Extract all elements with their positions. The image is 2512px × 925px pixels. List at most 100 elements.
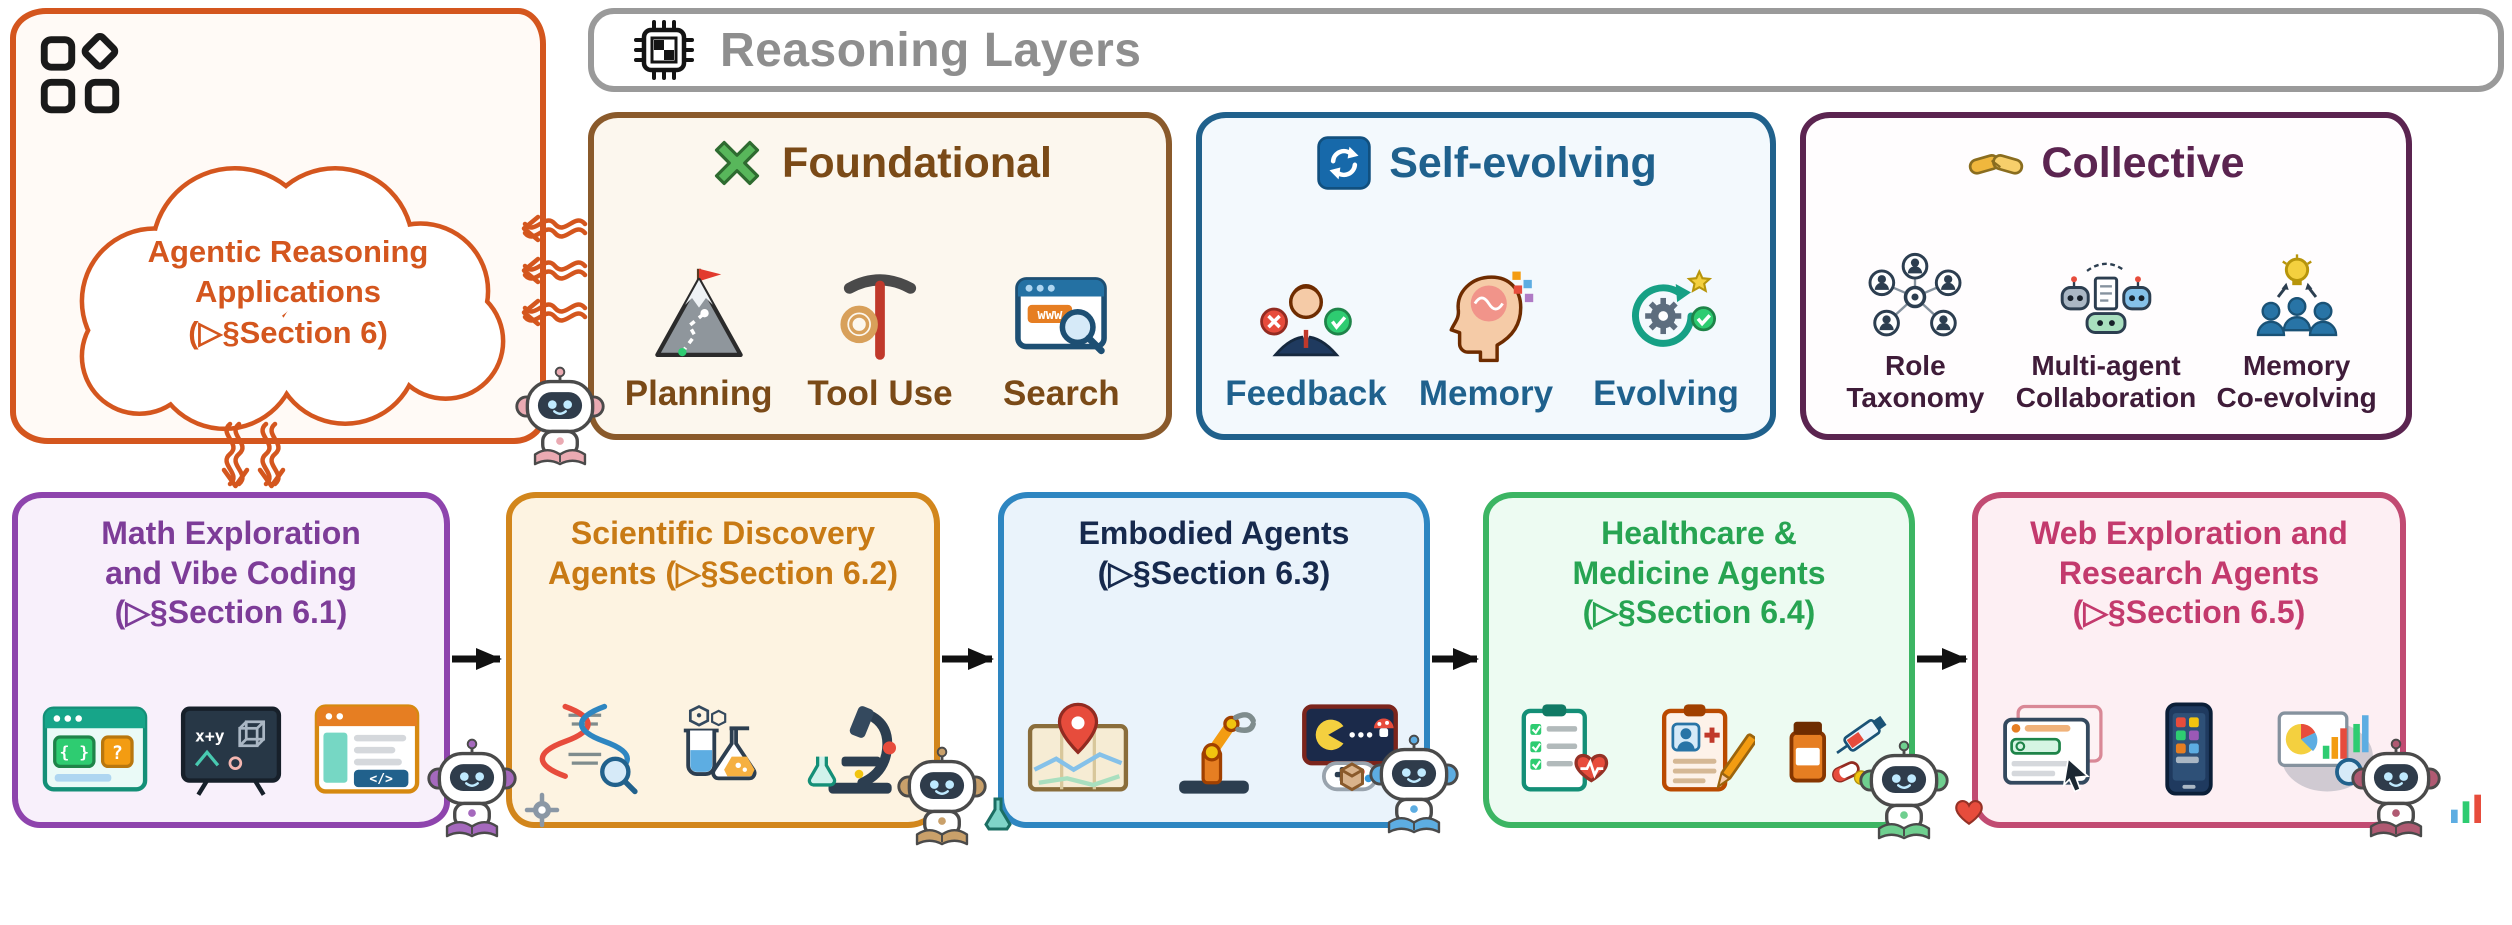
dna-icon [539,703,638,795]
www-text: www [1038,307,1064,323]
item-label: Planning [624,374,773,413]
scientific-discovery-box: Scientific Discovery Agents (▷§Section 6… [506,492,940,828]
equation-text: x+y [195,726,225,745]
app-title: Embodied Agents (▷§Section 6.3) [1079,514,1350,593]
blackboard-icon: x+y [180,706,282,796]
foundational-box: Foundational Planning [588,112,1172,440]
robot-mascot-purple [424,738,520,844]
app-title-line: Agents (▷§Section 6.2) [547,554,898,591]
app-title-line: Math Exploration [101,515,361,551]
layer-item: Role Taxonomy [1820,192,2011,420]
layer-item: Tool Use [789,192,970,420]
robot-mascot-maroon [2348,738,2444,844]
code-window-icon: { } ? [42,706,148,792]
cloud-title-line: Agentic Reasoning [147,234,429,269]
layer-item: Planning [608,192,789,420]
mountain-flag-icon [654,268,743,357]
robot-mascot-tan [894,746,990,852]
reasoning-layers-header: Reasoning Layers [588,8,2504,92]
app-icons-row [1507,700,1891,798]
app-title-line: Healthcare & [1601,515,1797,551]
app-icons-row [531,700,915,798]
browser-windows-icon [2003,704,2103,793]
flask-icon [984,797,1012,831]
beakers-icon [683,705,757,781]
agentic-applications-box: Agentic Reasoning Applications (▷§Sectio… [10,8,546,444]
app-grid-icon [40,33,120,114]
item-label: Evolving [1593,374,1739,413]
robot-arm-icon [1179,712,1256,794]
microscope-icon [807,706,897,794]
layer-item: Memory Co-evolving [2201,192,2392,420]
self-evolving-title-row: Self-evolving [1315,134,1657,192]
braces-text: { } [60,743,90,762]
role-taxonomy-icon [1868,252,1962,336]
self-evolving-items: Feedback Memory [1210,192,1762,420]
app-title-line: Scientific Discovery [570,515,876,551]
person-feedback-icon [1260,284,1352,357]
bar-chart-icon [2451,794,2481,823]
app-title-line: and Vibe Coding [105,554,357,591]
app-title-line: Embodied Agents [1078,515,1350,551]
medications-icon [1789,715,1887,790]
cloud-icon [79,165,506,432]
analytics-charts-icon [2277,711,2373,794]
applications-cloud-title: Agentic Reasoning Applications (▷§Sectio… [44,232,532,353]
robot-mascot-pink [512,366,608,472]
app-icons-row: { } ? x+y [39,700,423,798]
app-title: Scientific Discovery Agents (▷§Section 6… [548,514,898,593]
map-pin-icon [1027,702,1129,792]
layer-item: Evolving [1576,192,1756,420]
app-title: Healthcare & Medicine Agents (▷§Section … [1572,514,1825,633]
layer-title: Self-evolving [1389,138,1657,187]
patient-chart-icon [1661,704,1755,792]
code-text: </> [369,772,393,787]
app-title-line: (▷§Section 6.3) [1097,554,1331,591]
collective-box: Collective [1800,112,2412,440]
layer-item: Multi-agent Collaboration [2011,192,2202,420]
item-label: Memory [1418,374,1554,413]
foundational-items: Planning Tool Use www [602,192,1158,420]
item-label: Role Taxonomy [1846,349,1985,413]
app-title: Web Exploration and Research Agents (▷§S… [2030,514,2348,633]
gear-cycle-icon [1631,269,1716,347]
self-evolving-box: Self-evolving Feedback [1196,112,1776,440]
multi-agent-collaboration-icon [2060,262,2152,334]
layer-item: www Search [971,192,1152,420]
web-research-box: Web Exploration and Research Agents (▷§S… [1972,492,2406,828]
cube-icon [1340,762,1364,792]
robot-mascot-green [1856,740,1952,846]
item-label: Multi-agent Collaboration [2015,349,2197,413]
app-title-line: (▷§Section 6.4) [1582,594,1816,631]
gear-icon [524,792,560,828]
heart-icon [1955,800,1983,826]
app-icons-row [1997,700,2381,798]
chip-icon [634,20,694,80]
applications-cloud: Agentic Reasoning Applications (▷§Sectio… [44,150,532,432]
reasoning-layers-title: Reasoning Layers [720,23,1142,77]
memory-co-evolving-icon [2256,253,2337,336]
item-label: Feedback [1225,374,1387,413]
app-title-line: (▷§Section 6.5) [2072,594,2306,631]
item-label: Memory Co-evolving [2216,349,2377,413]
app-title-line: Medicine Agents [1572,554,1826,591]
math-vibe-coding-box: Math Exploration and Vibe Coding (▷§Sect… [12,492,450,828]
handshake-icon [1969,154,2024,175]
layer-item: Feedback [1216,192,1396,420]
app-title-line: (▷§Section 6.1) [114,594,348,631]
layer-title: Foundational [782,138,1052,187]
collective-items: Role Taxonomy [1814,192,2398,420]
code-editor-icon: </> [314,704,420,794]
item-label: Search [1002,374,1120,413]
app-title-line: Web Exploration and [2030,515,2348,551]
ice-axe-icon [840,274,917,360]
item-label: Tool Use [807,374,953,413]
checklist-heart-icon [1521,704,1609,792]
robot-mascot-blue [1366,734,1462,840]
cloud-title-line: Applications [194,274,381,310]
layer-title: Collective [2041,138,2245,187]
question-text: ? [112,743,123,764]
browser-search-icon: www [1015,277,1108,355]
smartphone-icon [2165,702,2213,796]
layer-item: Memory [1396,192,1576,420]
